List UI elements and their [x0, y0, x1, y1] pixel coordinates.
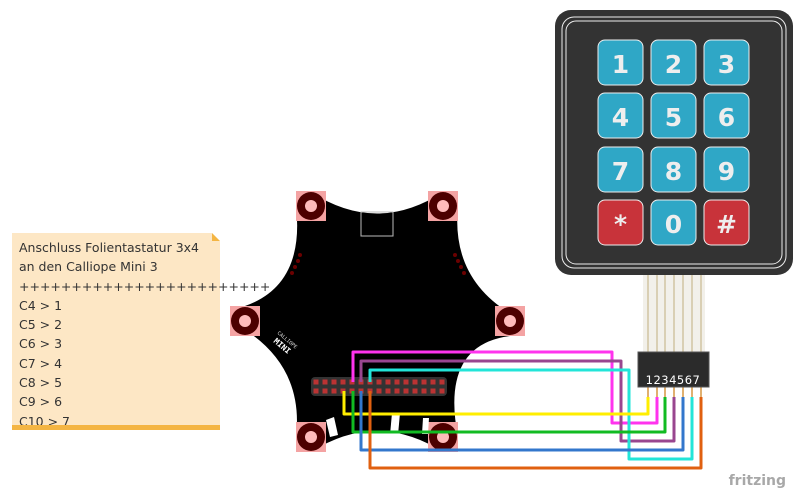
key-label: 3	[718, 50, 735, 79]
mounting-pad[interactable]	[495, 306, 525, 336]
wire-to-pin-2[interactable]	[351, 350, 659, 425]
header-pin[interactable]	[322, 379, 328, 385]
fritzing-logo: fritzing	[728, 473, 786, 489]
key-6[interactable]: 6	[703, 92, 750, 139]
wire-to-pin-1[interactable]	[342, 391, 650, 416]
key-label: 9	[718, 157, 735, 186]
key-label: #	[716, 210, 737, 239]
key-0[interactable]: 0	[650, 199, 697, 246]
key-label: 4	[612, 103, 629, 132]
header-pin[interactable]	[322, 388, 328, 394]
note-line: C9 > 6	[19, 394, 63, 410]
key-9[interactable]: 9	[703, 146, 750, 193]
note-line: ++++++++++++++++++++++++	[19, 278, 271, 294]
header-pin[interactable]	[394, 379, 400, 385]
wires	[342, 350, 703, 470]
wire-to-pin-5[interactable]	[359, 391, 685, 452]
note-line: C5 > 2	[19, 317, 63, 333]
wire-to-pin-7[interactable]	[368, 391, 703, 470]
header-pin[interactable]	[376, 388, 382, 394]
note[interactable]: Anschluss Folientastatur 3x4 an den Calli…	[12, 233, 271, 430]
header-pin[interactable]	[421, 388, 427, 394]
header-pin[interactable]	[439, 388, 445, 394]
key-3[interactable]: 3	[703, 39, 750, 86]
key-4[interactable]: 4	[597, 92, 644, 139]
mounting-pad[interactable]	[428, 191, 458, 221]
mounting-pad[interactable]	[428, 422, 458, 452]
key-label: 5	[665, 103, 682, 132]
key-star[interactable]: *	[597, 199, 644, 246]
wire-to-pin-4[interactable]	[359, 359, 676, 443]
header-pin[interactable]	[313, 379, 319, 385]
key-hash[interactable]: #	[703, 199, 750, 246]
header-pin[interactable]	[403, 379, 409, 385]
header-pin[interactable]	[430, 388, 436, 394]
connector-pin-labels: 1234567	[646, 373, 701, 387]
header-pin[interactable]	[430, 379, 436, 385]
header-pin[interactable]	[412, 379, 418, 385]
header-pin[interactable]	[331, 379, 337, 385]
key-label: 0	[665, 210, 682, 239]
wire-to-pin-3[interactable]	[351, 391, 667, 434]
key-7[interactable]: 7	[597, 146, 644, 193]
key-label: 6	[718, 103, 735, 132]
key-1[interactable]: 1	[597, 39, 644, 86]
mounting-pad[interactable]	[230, 306, 260, 336]
note-line: C6 > 3	[19, 336, 63, 352]
header-pin[interactable]	[376, 379, 382, 385]
key-label: 1	[612, 50, 629, 79]
calliope-mini-board[interactable]: CALLIOPE MINI	[230, 191, 525, 452]
key-label: 2	[665, 50, 682, 79]
ribbon-cable	[643, 275, 705, 397]
key-label: *	[614, 210, 627, 239]
board-body	[230, 192, 524, 452]
mounting-pad[interactable]	[296, 191, 326, 221]
header-pin[interactable]	[439, 379, 445, 385]
mounting-pad[interactable]	[296, 422, 326, 452]
note-line: C10 > 7	[19, 413, 71, 429]
pin-header	[311, 377, 447, 396]
header-pin[interactable]	[403, 388, 409, 394]
key-2[interactable]: 2	[650, 39, 697, 86]
header-pin[interactable]	[331, 388, 337, 394]
keypad-connector	[637, 351, 710, 388]
key-label: 7	[612, 157, 629, 186]
note-line: C7 > 4	[19, 355, 63, 371]
note-line: C4 > 1	[19, 297, 63, 313]
header-pin[interactable]	[313, 388, 319, 394]
note-line: C8 > 5	[19, 375, 63, 391]
key-8[interactable]: 8	[650, 146, 697, 193]
header-pin[interactable]	[421, 379, 427, 385]
note-line: Anschluss Folientastatur 3x4	[19, 240, 199, 255]
header-pin[interactable]	[412, 388, 418, 394]
header-pin[interactable]	[340, 379, 346, 385]
key-label: 8	[665, 157, 682, 186]
note-line: an den Calliope Mini 3	[19, 259, 158, 275]
header-pin[interactable]	[394, 388, 400, 394]
header-pin[interactable]	[385, 388, 391, 394]
header-pin[interactable]	[385, 379, 391, 385]
key-5[interactable]: 5	[650, 92, 697, 139]
